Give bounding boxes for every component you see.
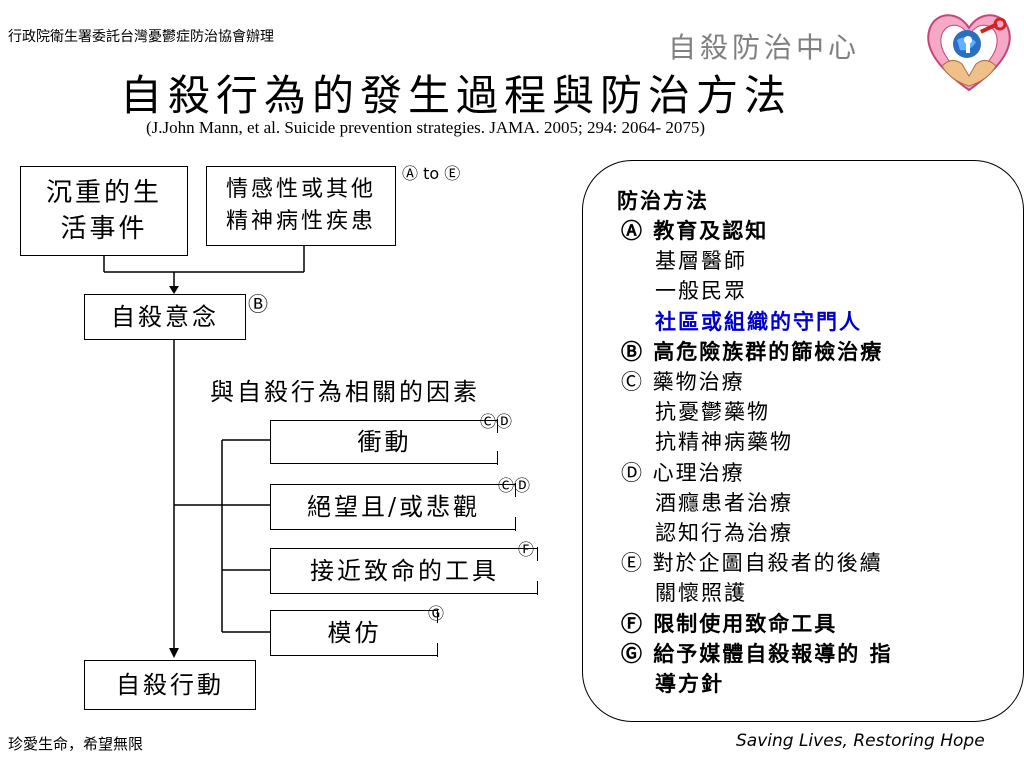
life-events-line2: 活事件 xyxy=(60,214,148,244)
imitation-label: 模仿 xyxy=(327,619,382,647)
life-events-box: 沉重的生 活事件 xyxy=(20,166,188,256)
mark-imitation: Ⓖ xyxy=(428,604,445,623)
prevention-item: 導方針 xyxy=(655,671,724,696)
prevention-item: 抗憂鬱藥物 xyxy=(655,400,770,425)
lethal-means-label: 接近致命的工具 xyxy=(310,557,499,585)
prevention-item: Ⓓ 心理治療 xyxy=(621,460,745,485)
hopelessness-box: 絕望且/或悲觀 xyxy=(270,483,516,531)
mark-a-to-e: Ⓐ to Ⓔ xyxy=(402,164,461,183)
suicidal-act-box: 自殺行動 xyxy=(84,660,256,710)
mental-disorder-box: 情感性或其他 精神病性疾患 xyxy=(206,166,396,246)
factors-label: 與自殺行為相關的因素 xyxy=(210,378,480,406)
imitation-box: 模仿 xyxy=(270,609,438,657)
organizer-text: 行政院衛生署委託台灣憂鬱症防治協會辦理 xyxy=(8,29,274,45)
prevention-item: Ⓑ 高危險族群的篩檢治療 xyxy=(621,338,884,364)
life-events-line1: 沉重的生 xyxy=(45,178,162,208)
suicidal-ideation-box: 自殺意念 xyxy=(84,294,246,340)
mark-b: Ⓑ xyxy=(248,292,268,316)
prevention-panel: 防治方法 Ⓐ 教育及認知基層醫師一般民眾社區或組織的守門人 Ⓑ 高危險族群的篩檢治… xyxy=(582,160,1024,722)
footer-slogan-zh: 珍愛生命，希望無限 xyxy=(8,735,144,753)
prevention-item: 一般民眾 xyxy=(655,279,747,304)
mental-disorder-line1: 情感性或其他 xyxy=(225,177,376,202)
prevention-item: Ⓒ 藥物治療 xyxy=(621,370,745,394)
lethal-means-box: 接近致命的工具 xyxy=(270,547,538,595)
prevention-item: 酒癮患者治療 xyxy=(655,490,793,515)
prevention-item: 抗精神病藥物 xyxy=(655,430,793,455)
slide-title: 自殺行為的發生過程與防治方法 xyxy=(120,71,793,120)
mark-lethal-means: Ⓕ xyxy=(518,540,535,559)
prevention-item: Ⓖ 給予媒體自殺報導的 指 xyxy=(621,640,893,666)
prevention-item: Ⓔ 對於企圖自殺者的後續 xyxy=(621,551,883,576)
impulse-box: 衝動 xyxy=(270,419,498,465)
prevention-item: 認知行為治療 xyxy=(655,521,793,545)
mark-hopelessness: ⒸⒹ xyxy=(498,476,531,495)
footer-slogan-en: Saving Lives, Restoring Hope xyxy=(736,731,985,751)
hopelessness-label: 絕望且/或悲觀 xyxy=(306,493,481,521)
prevention-item: Ⓐ 教育及認知 xyxy=(621,218,769,243)
mark-impulse: ⒸⒹ xyxy=(480,412,513,431)
center-name: 自殺防治中心 xyxy=(668,31,861,64)
prevention-item: 關懷照護 xyxy=(655,581,747,606)
prevention-heading: 防治方法 xyxy=(617,188,709,213)
prevention-item: 基層醫師 xyxy=(655,249,747,274)
mental-disorder-line2: 精神病性疾患 xyxy=(225,209,376,234)
citation-text: (J.John Mann, et al. Suicide prevention … xyxy=(146,118,706,137)
prevention-item: Ⓕ 限制使用致命工具 xyxy=(621,610,838,636)
impulse-label: 衝動 xyxy=(357,428,412,456)
prevention-item: 社區或組織的守門人 xyxy=(655,308,862,334)
heart-key-logo-icon xyxy=(927,14,1011,92)
